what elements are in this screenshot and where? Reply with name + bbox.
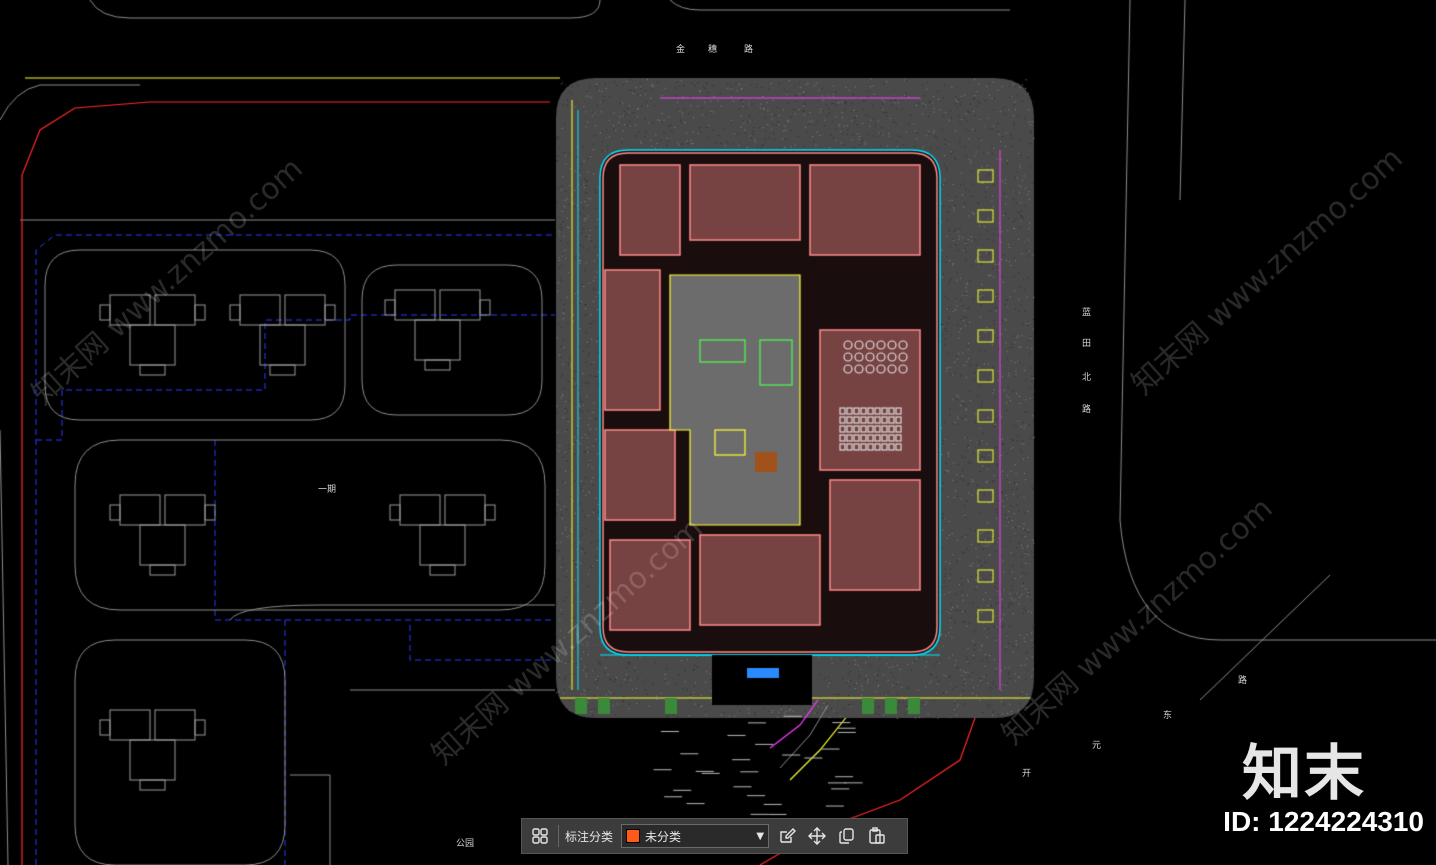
road-label-se-2: 元 [1092, 738, 1101, 751]
copy-icon[interactable] [835, 824, 859, 848]
park-label: 公园 [456, 836, 474, 849]
paste-icon[interactable] [865, 824, 889, 848]
road-label-east-4: 路 [1082, 402, 1091, 415]
road-label-north-3: 路 [744, 42, 753, 55]
chevron-down-icon: ▼ [756, 831, 764, 842]
annotation-category-label: 标注分类 [565, 828, 613, 845]
road-label-se-3: 东 [1163, 708, 1172, 721]
move-icon[interactable] [805, 824, 829, 848]
road-label-north-2: 穗 [708, 42, 717, 55]
annotation-toolbar: 标注分类 未分类 ▼ [521, 818, 908, 854]
road-label-north-1: 金 [676, 42, 685, 55]
road-label-se-4: 路 [1238, 673, 1247, 686]
grid-icon[interactable] [528, 824, 552, 848]
road-label-east-2: 田 [1082, 336, 1091, 349]
watermark-logo: 知末 [1242, 725, 1366, 812]
edit-icon[interactable] [775, 824, 799, 848]
road-label-east-3: 北 [1082, 370, 1091, 383]
category-color-swatch [626, 829, 640, 843]
watermark-id: ID: 1224224310 [1223, 806, 1424, 838]
category-select[interactable]: 未分类 ▼ [621, 824, 769, 848]
road-label-east-1: 蓝 [1082, 305, 1091, 318]
area-label: 一期 [318, 482, 336, 495]
category-select-value: 未分类 [645, 828, 681, 845]
toolbar-divider [558, 825, 559, 847]
road-label-se-1: 开 [1022, 766, 1031, 779]
